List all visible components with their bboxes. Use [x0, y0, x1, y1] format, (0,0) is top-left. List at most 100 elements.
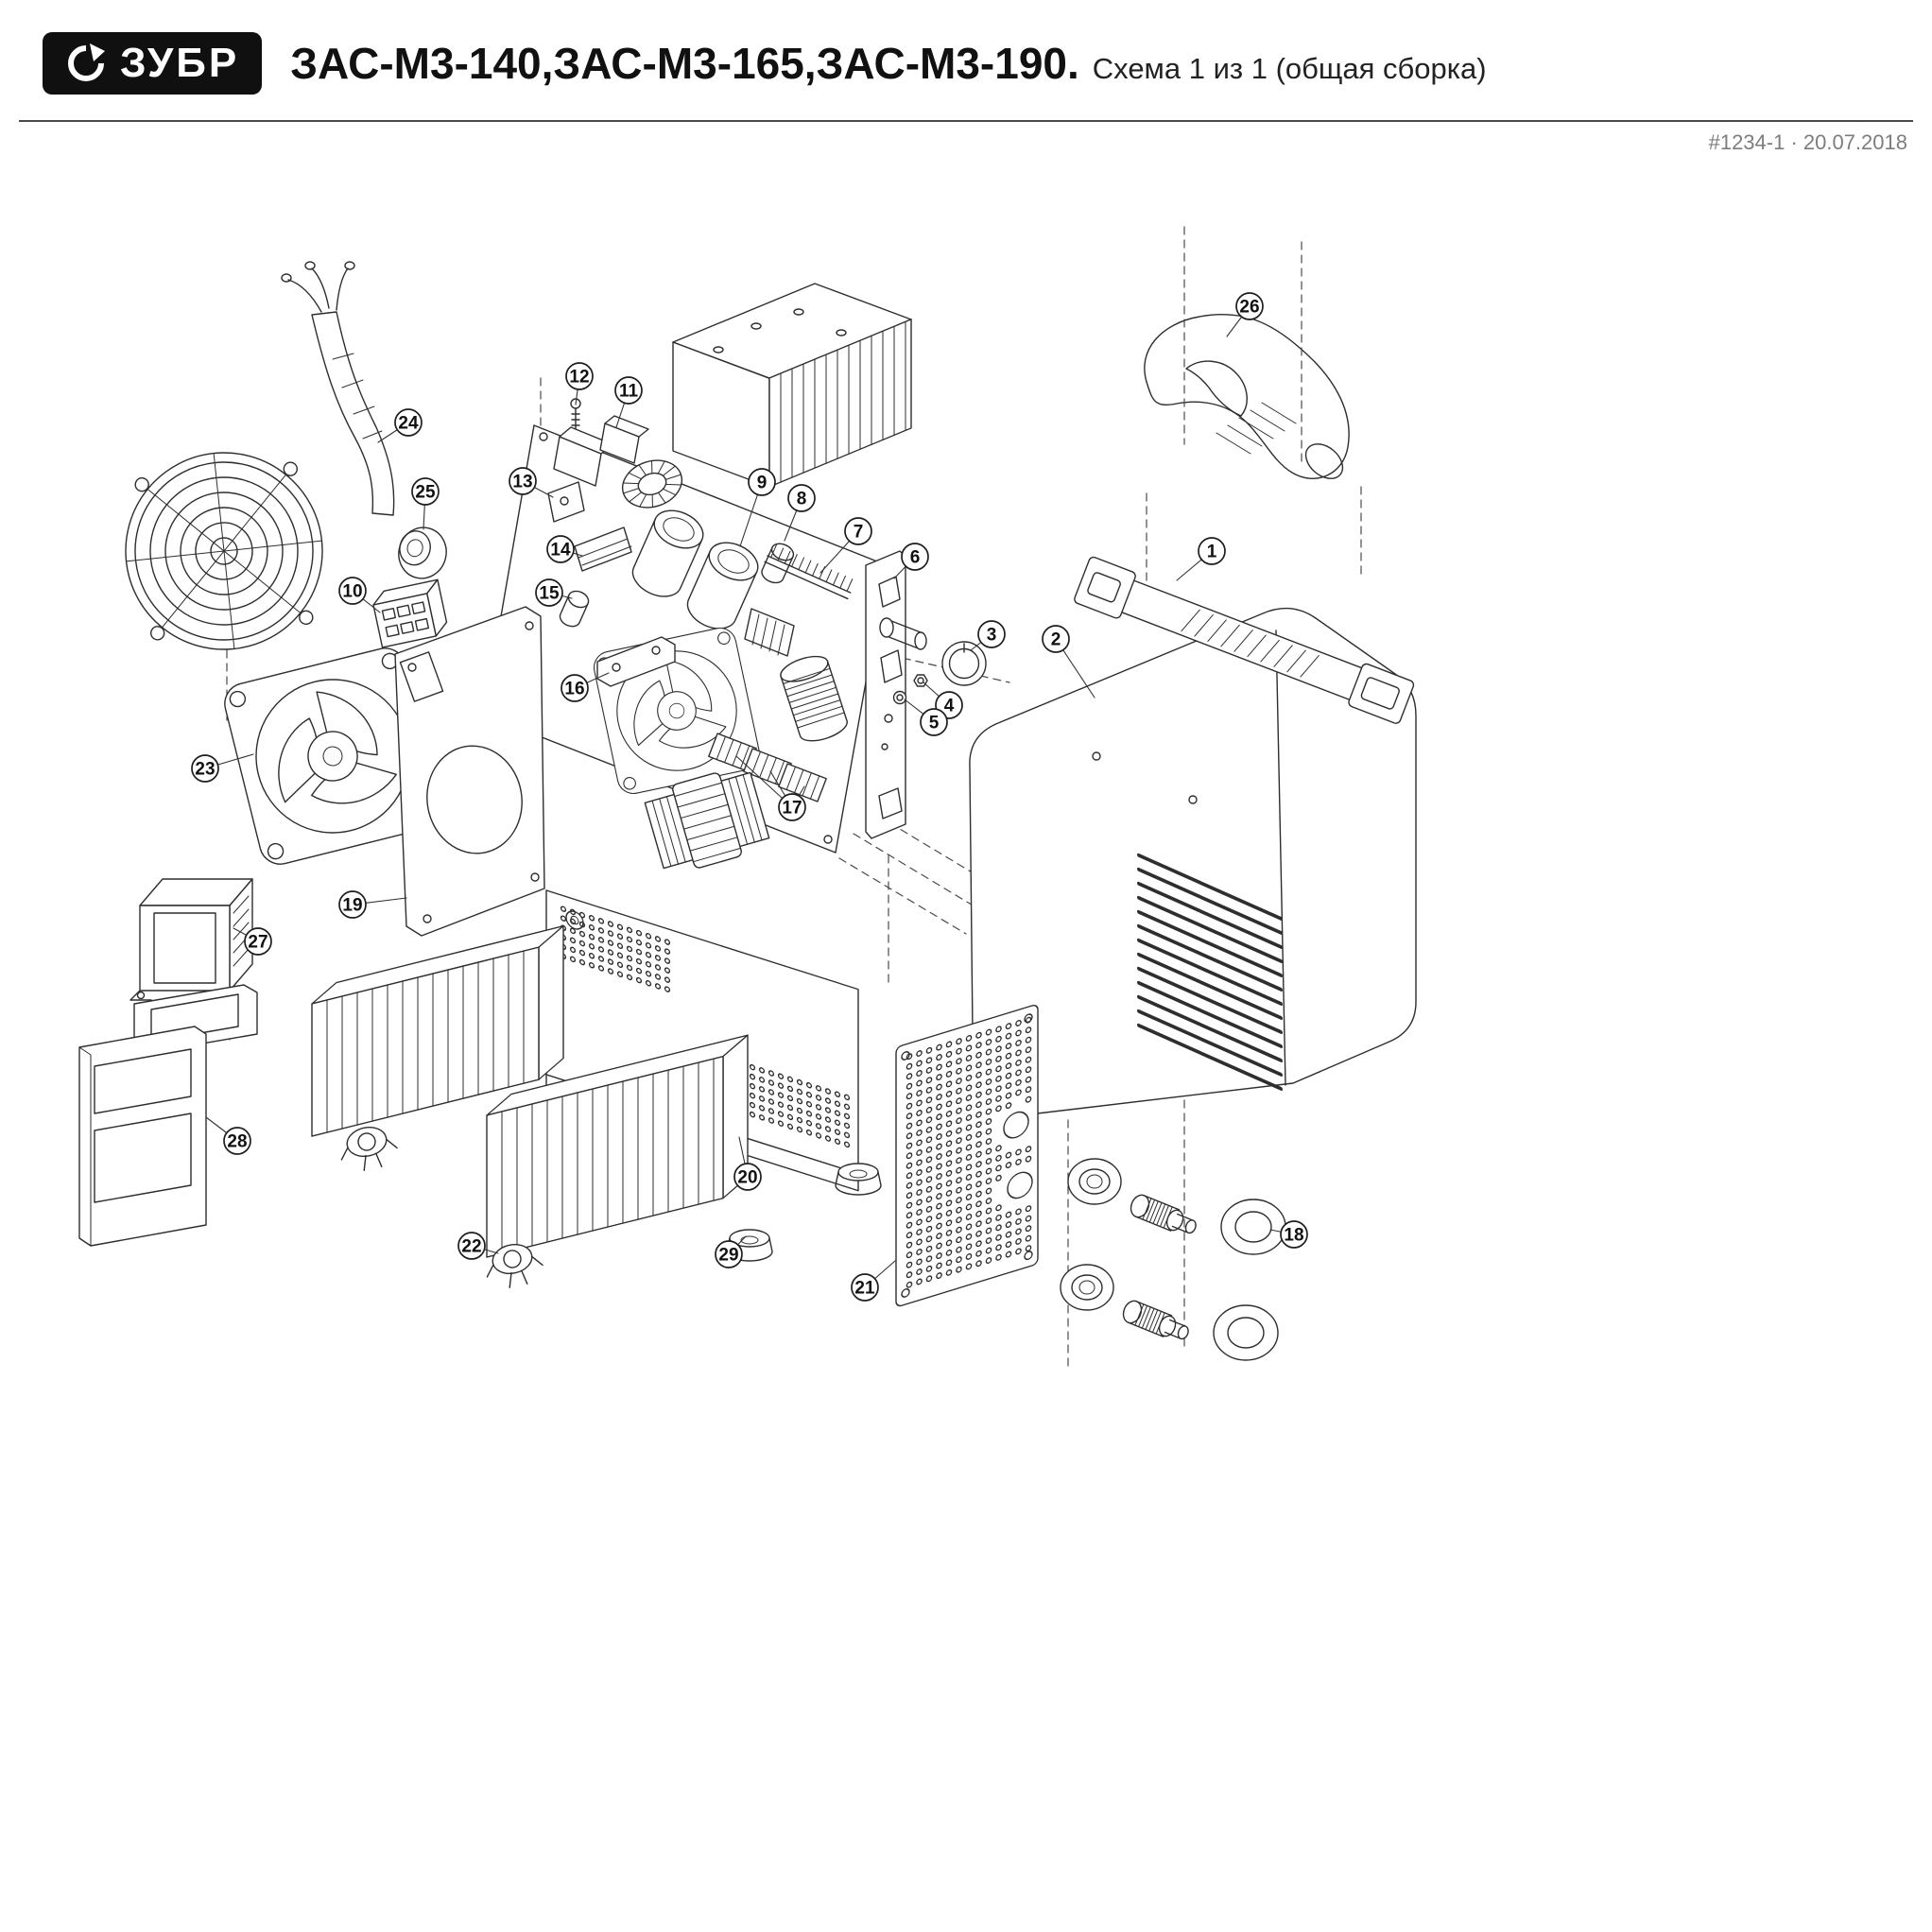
svg-text:22: 22	[461, 1237, 481, 1257]
svg-text:6: 6	[910, 548, 921, 568]
mini-heatsink	[744, 608, 795, 657]
svg-text:16: 16	[564, 680, 584, 699]
callout-28: 28	[223, 1127, 251, 1155]
header: ЗУБР ЗАС-М3-140,ЗАС-М3-165,ЗАС-М3-190. С…	[43, 32, 1889, 95]
svg-text:5: 5	[929, 714, 940, 733]
callout-11: 11	[614, 376, 643, 405]
callout-23: 23	[191, 754, 219, 783]
pcb-fan	[590, 624, 764, 798]
main-pcb-assembly	[483, 398, 888, 870]
callout-20: 20	[733, 1163, 762, 1191]
pot-shaft	[879, 617, 927, 650]
heatsink-b	[486, 1034, 749, 1258]
callout-8: 8	[787, 484, 816, 512]
mounting-bracket	[78, 984, 258, 1247]
shaft-washer	[892, 690, 907, 705]
callout-3: 3	[977, 620, 1006, 648]
svg-text:8: 8	[797, 490, 807, 509]
callout-26: 26	[1235, 292, 1264, 320]
handle-strap	[1074, 556, 1415, 724]
svg-text:14: 14	[550, 541, 571, 561]
svg-text:1: 1	[1207, 543, 1217, 562]
svg-text:25: 25	[415, 483, 436, 503]
callout-25: 25	[411, 477, 440, 506]
svg-text:23: 23	[195, 760, 215, 780]
page-title: ЗАС-М3-140,ЗАС-М3-165,ЗАС-М3-190. Схема …	[290, 38, 1486, 89]
fan-guard	[125, 452, 323, 650]
svg-text:2: 2	[1051, 630, 1061, 650]
svg-text:21: 21	[854, 1279, 875, 1299]
power-connector	[372, 578, 448, 648]
small-bracket	[547, 481, 585, 523]
callout-29: 29	[715, 1240, 743, 1268]
svg-text:9: 9	[757, 474, 768, 493]
brand-logo-text: ЗУБР	[120, 40, 240, 86]
callout-13: 13	[509, 467, 537, 495]
callout-22: 22	[457, 1232, 486, 1260]
title-subtitle: Схема 1 из 1 (общая сборка)	[1092, 52, 1487, 85]
callout-24: 24	[394, 408, 423, 437]
heatsink-a	[311, 924, 564, 1137]
relay-block	[553, 415, 649, 487]
corner-bracket	[596, 636, 676, 687]
output-choke	[708, 733, 757, 772]
small-capacitor	[559, 590, 590, 628]
callout-21: 21	[851, 1273, 879, 1302]
svg-text:24: 24	[398, 414, 419, 434]
carry-handle	[1144, 313, 1350, 479]
dashed-guides-front	[1183, 226, 1302, 466]
doc-reference: #1234-1 · 20.07.2018	[1708, 130, 1907, 154]
inner-bracket-panel	[394, 606, 545, 937]
callout-16: 16	[561, 674, 589, 702]
svg-text:3: 3	[987, 626, 997, 646]
title-models: ЗАС-М3-140,ЗАС-М3-165,ЗАС-М3-190.	[290, 39, 1079, 88]
callout-6: 6	[901, 543, 929, 571]
svg-text:11: 11	[619, 382, 639, 402]
svg-text:20: 20	[737, 1168, 757, 1188]
callouts: 1234567891011121314151617181920212223242…	[191, 292, 1308, 1302]
svg-text:13: 13	[512, 473, 532, 492]
callout-7: 7	[844, 517, 872, 545]
svg-text:7: 7	[854, 523, 864, 543]
svg-text:18: 18	[1284, 1226, 1303, 1246]
callout-9: 9	[748, 468, 776, 496]
svg-text:12: 12	[569, 368, 589, 388]
svg-text:15: 15	[539, 584, 560, 604]
svg-text:19: 19	[342, 896, 362, 916]
thermostat	[335, 1121, 402, 1176]
svg-text:10: 10	[342, 582, 362, 602]
svg-text:28: 28	[227, 1132, 247, 1152]
control-board-strip	[865, 550, 928, 839]
callout-27: 27	[244, 927, 272, 956]
svg-text:27: 27	[248, 933, 267, 953]
top-heatsink	[672, 283, 912, 489]
callout-17: 17	[778, 793, 806, 821]
aux-transformer	[129, 878, 253, 1001]
svg-text:29: 29	[718, 1246, 738, 1266]
callout-15: 15	[535, 578, 563, 607]
callout-1: 1	[1198, 537, 1226, 565]
capacitor-large	[686, 542, 759, 630]
wound-coil	[780, 655, 848, 742]
cable-bushing	[398, 526, 447, 579]
brand-logo: ЗУБР	[43, 32, 263, 95]
callout-12: 12	[565, 362, 594, 390]
svg-text:17: 17	[782, 799, 802, 819]
insulator-plates	[574, 526, 632, 572]
capacitor-large	[631, 509, 704, 597]
power-cable	[281, 261, 395, 516]
callout-18: 18	[1280, 1220, 1308, 1249]
brand-arrow-icon	[68, 43, 105, 81]
main-transformer	[644, 771, 770, 870]
svg-text:4: 4	[944, 697, 955, 716]
callout-2: 2	[1042, 625, 1070, 653]
top-cover	[969, 607, 1417, 1122]
svg-text:26: 26	[1239, 298, 1259, 318]
header-divider	[19, 120, 1913, 122]
callout-14: 14	[546, 535, 575, 563]
front-panel	[895, 1004, 1039, 1307]
inductor-toroid	[621, 459, 683, 509]
current-knob	[941, 641, 987, 686]
output-choke	[778, 763, 827, 802]
